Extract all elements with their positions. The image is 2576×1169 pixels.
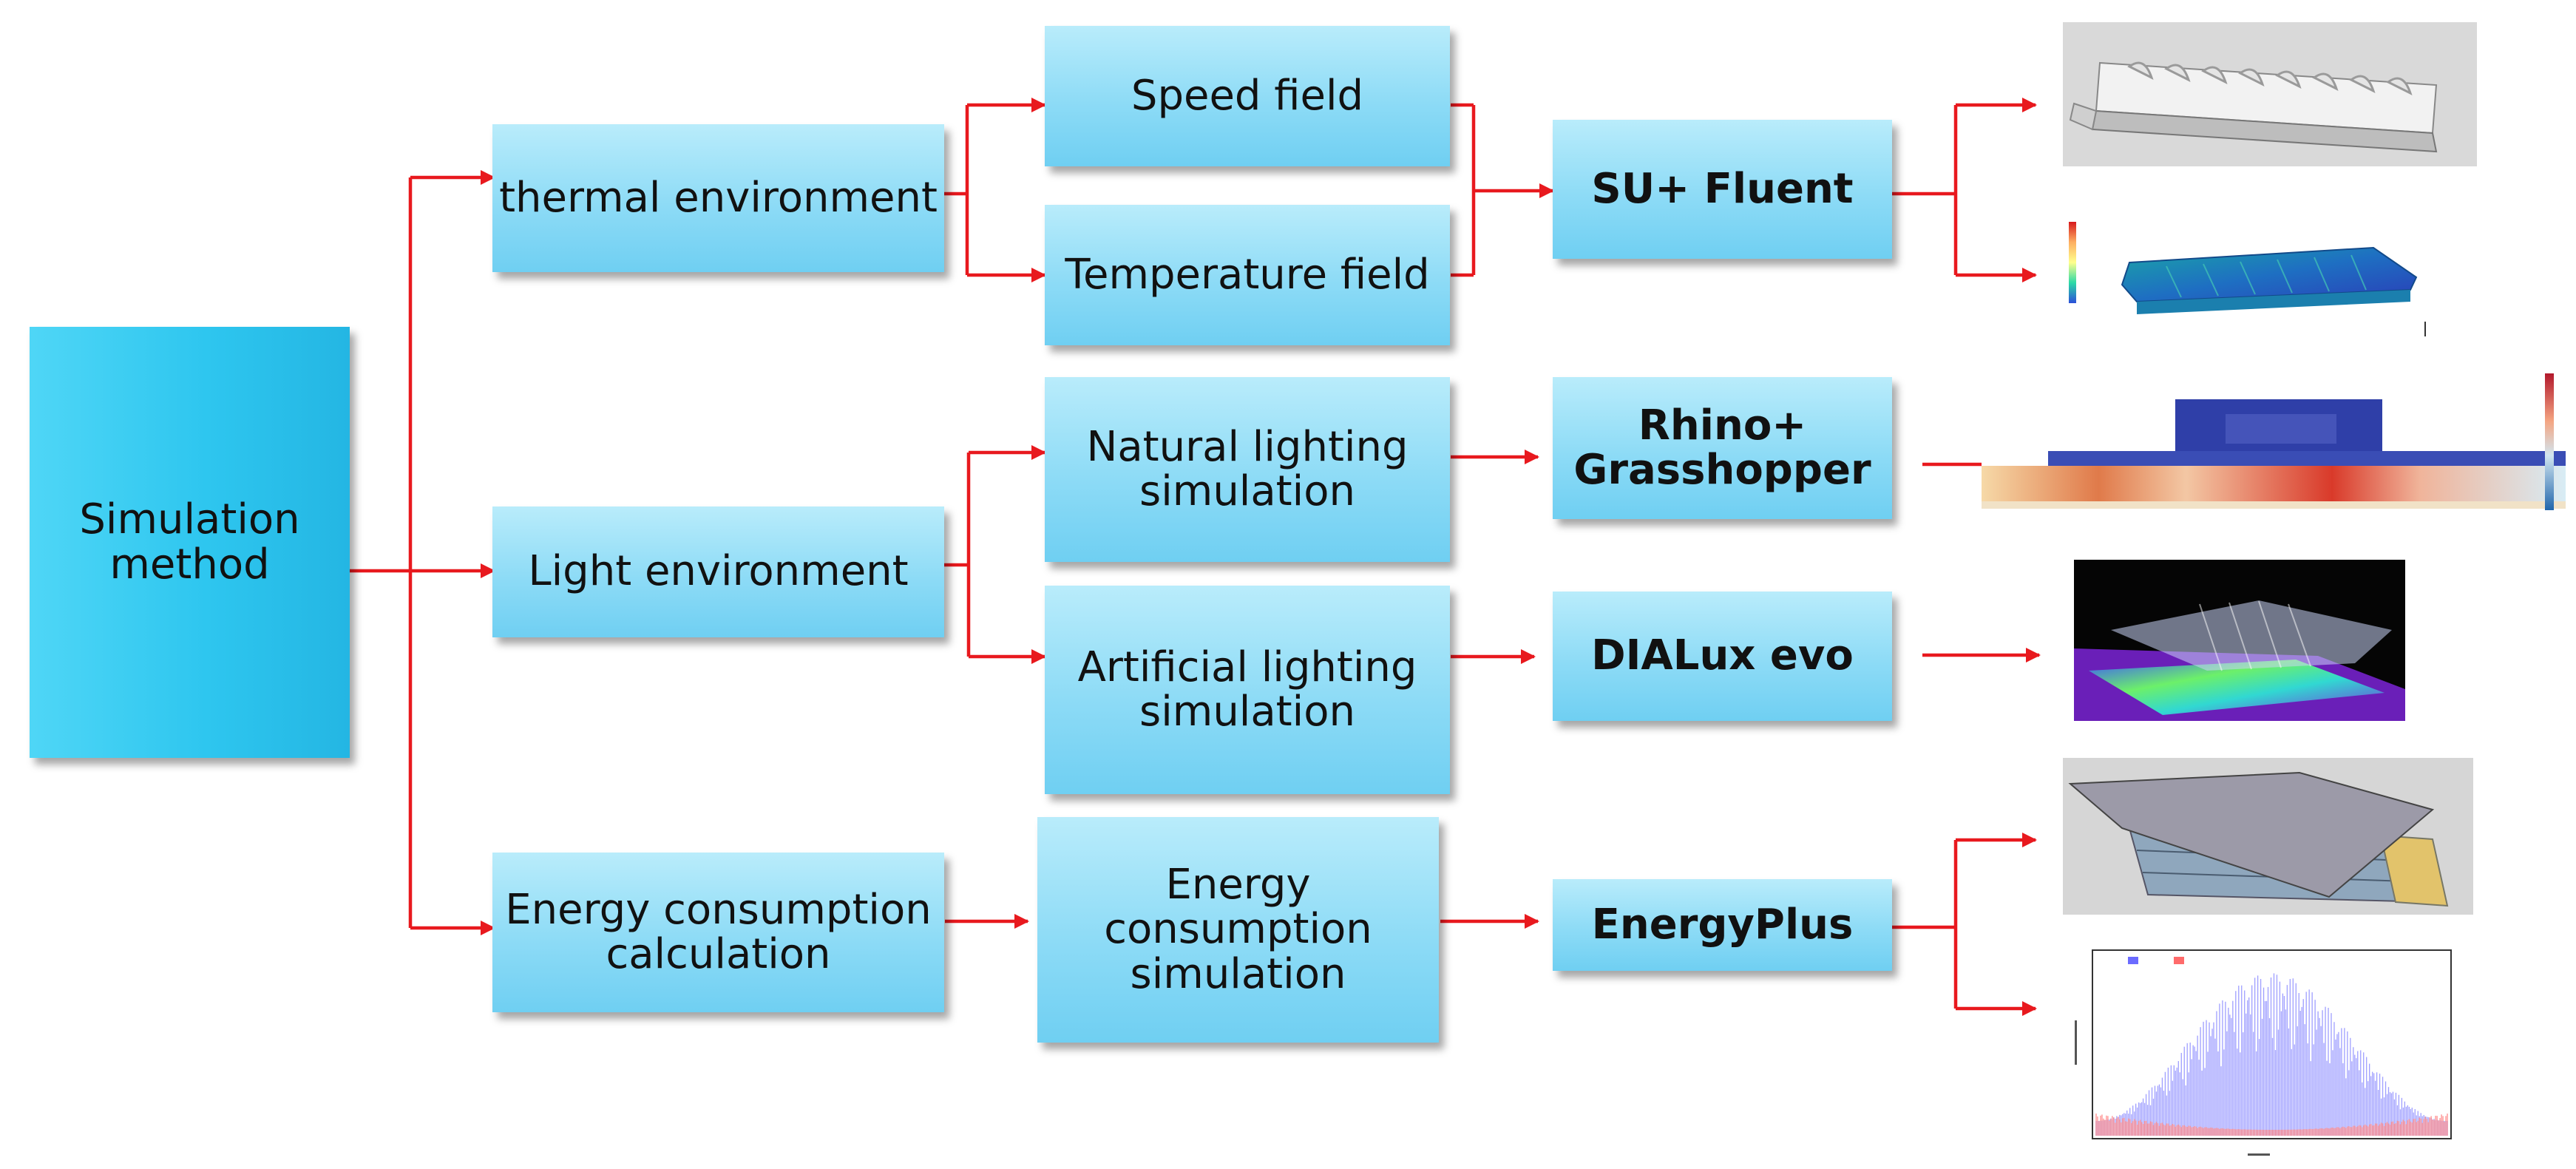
thermal-environment-box: thermal environment: [492, 124, 944, 272]
artificial-lighting-simulation-box: Artificial lighting simulation: [1045, 586, 1450, 794]
natural-lighting-simulation-box: Natural lighting simulation: [1045, 377, 1450, 562]
light-environment-label: Light environment: [528, 547, 909, 596]
speed-field-label: Speed field: [1131, 71, 1364, 120]
dialux-evo-label: DIALux evo: [1591, 631, 1854, 680]
load-bars: [2095, 973, 2448, 1136]
sketchup-roof-model-image: [2063, 22, 2477, 166]
su-fluent-box: SU+ Fluent: [1553, 120, 1892, 259]
fluent-temperature-contour-image: [2063, 207, 2447, 351]
energy-consumption-simulation-label: Energy consumption simulation: [1104, 860, 1372, 998]
temperature-field-label: Temperature field: [1065, 250, 1430, 299]
grasshopper-daylight-section-image: [1982, 370, 2573, 514]
simulation-method-label: Simulation method: [79, 495, 300, 589]
energyplus-label: EnergyPlus: [1591, 900, 1854, 949]
su-fluent-label: SU+ Fluent: [1591, 164, 1854, 213]
dialux-render-image: [2074, 560, 2405, 721]
simulation-method-box: Simulation method: [30, 327, 350, 758]
natural-lighting-simulation-label: Natural lighting simulation: [1086, 422, 1409, 515]
energy-consumption-simulation-box: Energy consumption simulation: [1037, 817, 1439, 1043]
thermal-environment-label: thermal environment: [499, 173, 938, 222]
dialux-evo-box: DIALux evo: [1553, 592, 1892, 721]
light-environment-box: Light environment: [492, 506, 944, 637]
speed-field-box: Speed field: [1045, 26, 1450, 166]
energyplus-building-model-image: [2063, 758, 2473, 915]
temperature-field-box: Temperature field: [1045, 205, 1450, 345]
energyplus-hourly-load-chart-image: [2063, 939, 2462, 1161]
rhino-grasshopper-box: Rhino+ Grasshopper: [1553, 377, 1892, 519]
artificial-lighting-simulation-label: Artificial lighting simulation: [1077, 643, 1417, 736]
energy-consumption-calculation-label: Energy consumption calculation: [505, 885, 932, 978]
energyplus-box: EnergyPlus: [1553, 879, 1892, 971]
rhino-grasshopper-label: Rhino+ Grasshopper: [1573, 401, 1871, 494]
energy-consumption-calculation-box: Energy consumption calculation: [492, 853, 944, 1012]
